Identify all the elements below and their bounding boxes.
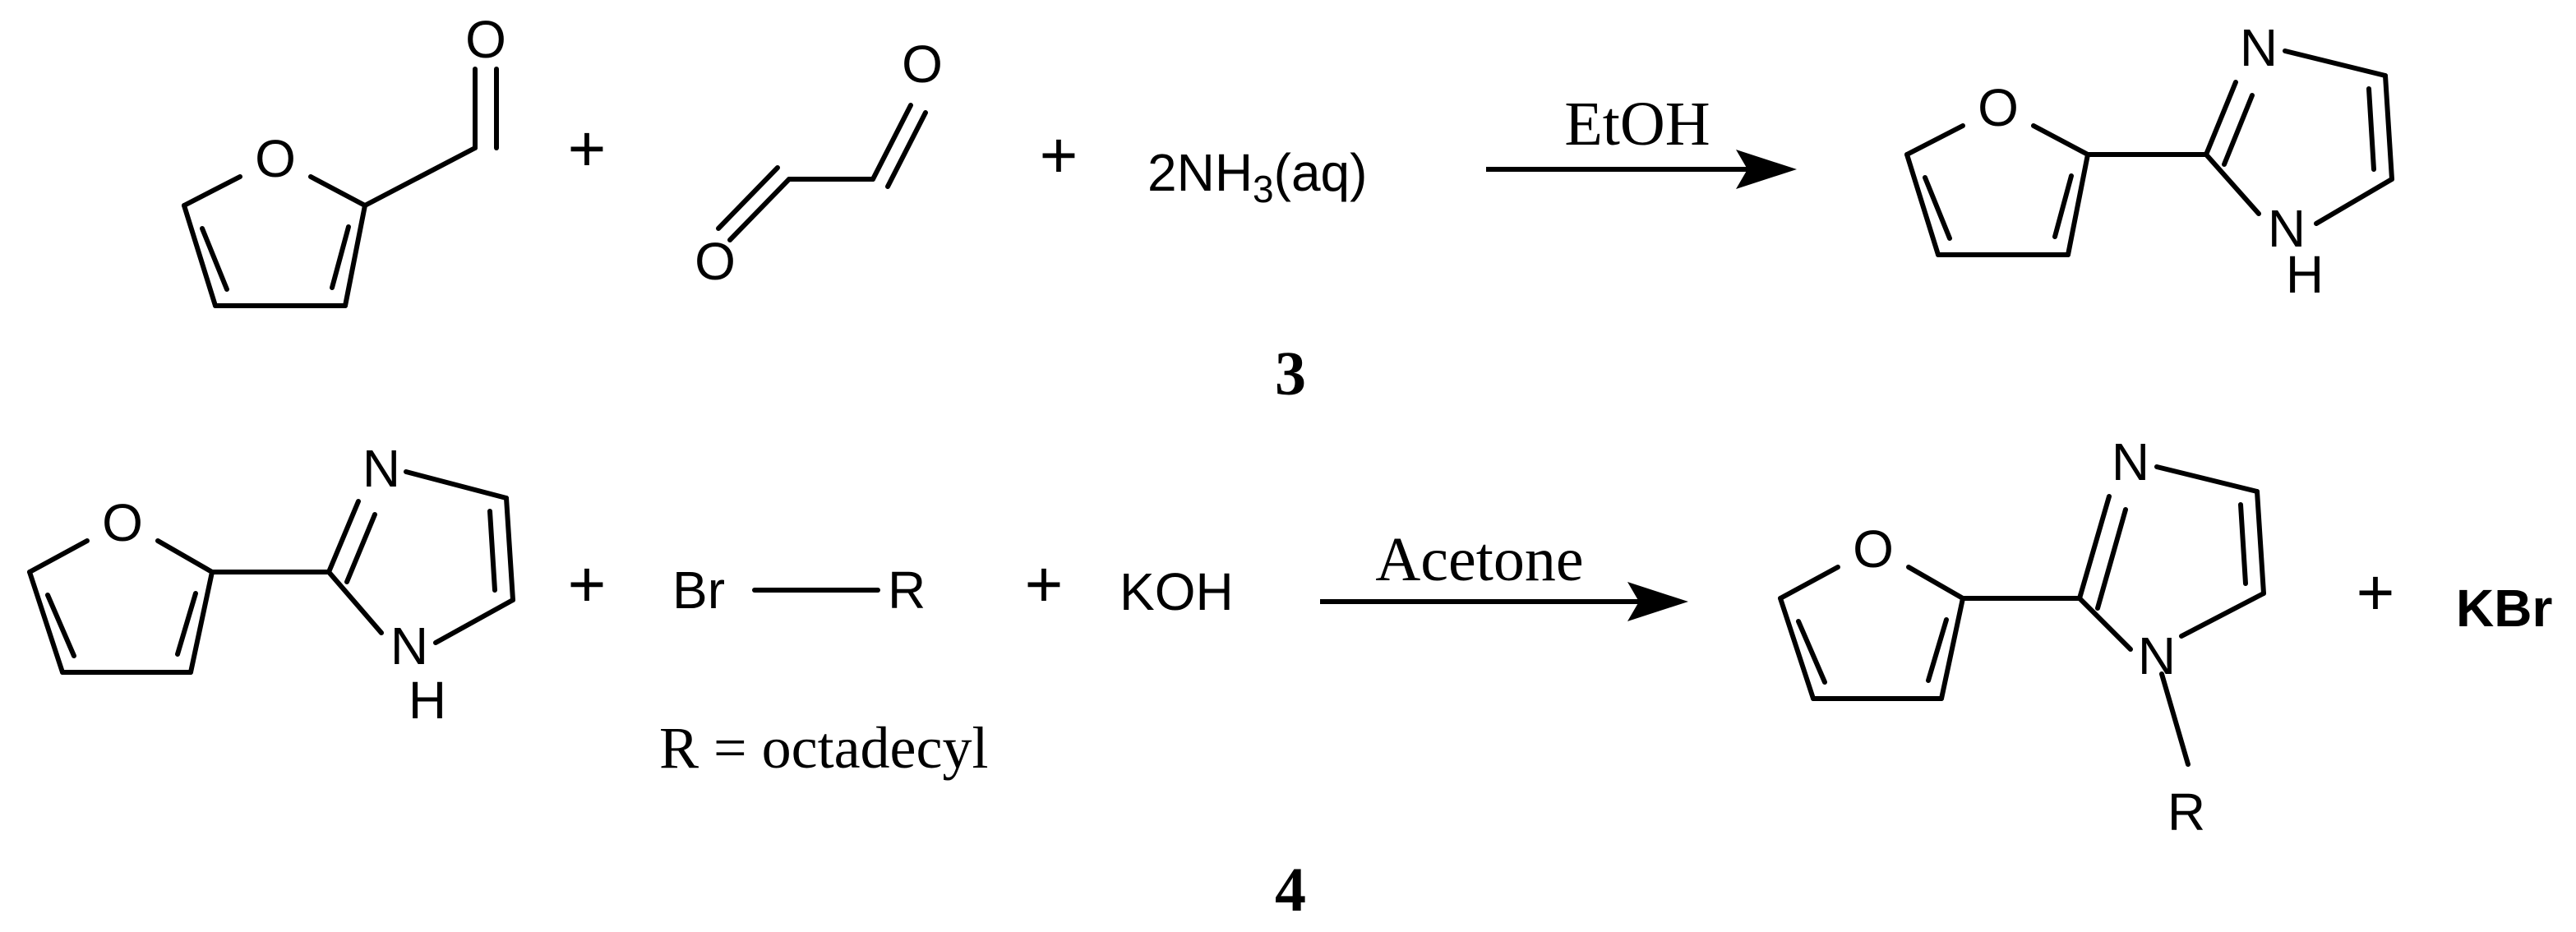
product3-amine-hydrogen: H: [2286, 245, 2324, 304]
reactant-imidazole-structure: O N N H: [27, 439, 515, 730]
furfural-carbonyl-oxygen: O: [465, 10, 506, 69]
base-koh: KOH: [1119, 562, 1234, 621]
product4-structure: O N N R: [1778, 432, 2266, 842]
reactant-amine-hydrogen: H: [409, 671, 446, 730]
product3-imine-nitrogen: N: [2240, 18, 2278, 77]
plus-sign: +: [568, 547, 607, 621]
product3-ring-oxygen: O: [1978, 78, 2019, 137]
ammonia-formula: NH: [1177, 143, 1253, 202]
byproduct-kbr: KBr: [2456, 579, 2552, 638]
glyoxal-structure: O O: [695, 35, 943, 291]
product4-r-group: R: [2167, 782, 2205, 842]
alkyl-bromide: Br R: [672, 561, 926, 620]
reactant-amine-nitrogen: N: [390, 616, 428, 676]
furfural-structure: O O: [182, 10, 506, 308]
compound-number-3: 3: [1275, 339, 1306, 408]
product4-alkylated-nitrogen: N: [2138, 626, 2176, 685]
product4-ring-oxygen: O: [1853, 519, 1894, 579]
reactant-imine-nitrogen: N: [362, 439, 400, 498]
glyoxal-oxygen-left: O: [695, 232, 736, 291]
furfural-ring-oxygen: O: [255, 129, 296, 188]
reactant-ring-oxygen: O: [102, 493, 143, 552]
plus-sign: +: [1025, 547, 1064, 621]
ammonia-state: (aq): [1274, 143, 1368, 202]
product3-structure: O N N H: [1904, 18, 2394, 304]
plus-sign: +: [2357, 556, 2395, 629]
plus-sign: +: [568, 112, 607, 185]
ammonia-subscript: 3: [1253, 168, 1274, 210]
reaction1-condition: EtOH: [1564, 90, 1710, 159]
compound-number-4: 4: [1275, 856, 1306, 925]
reaction2-arrow: Acetone: [1320, 525, 1688, 621]
plus-sign: +: [1040, 118, 1078, 191]
bromine-atom: Br: [672, 561, 725, 620]
product4-imine-nitrogen: N: [2112, 432, 2149, 491]
reaction1-arrow: EtOH: [1486, 90, 1797, 189]
product3-amine-nitrogen: N: [2268, 199, 2306, 258]
alkyl-r-group: R: [888, 561, 926, 620]
r-group-definition: R = octadecyl: [659, 715, 988, 781]
glyoxal-oxygen-right: O: [902, 35, 943, 94]
reaction2-condition: Acetone: [1375, 525, 1583, 594]
ammonia-reagent: 2NH3(aq): [1147, 143, 1367, 210]
ammonia-coefficient: 2: [1147, 143, 1177, 202]
